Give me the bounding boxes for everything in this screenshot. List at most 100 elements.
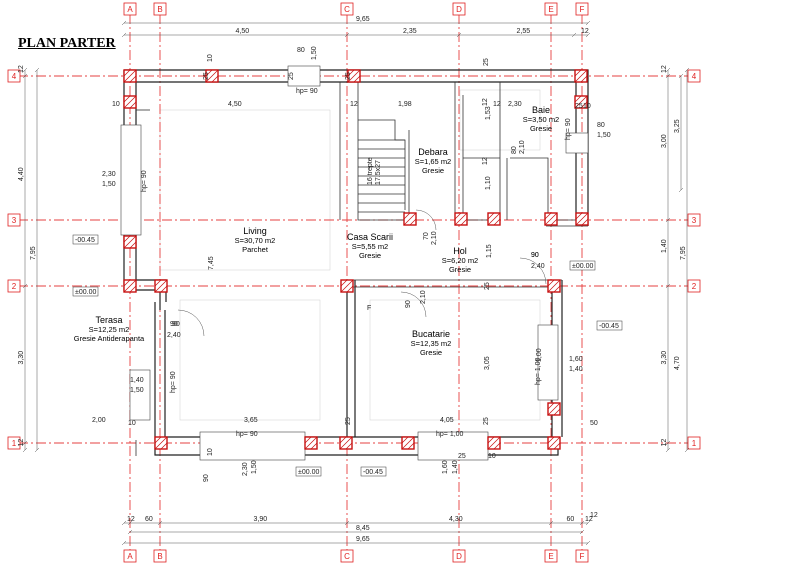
- column-hatch: [575, 212, 589, 226]
- left-chain-tick: [22, 67, 28, 73]
- top-total-tick: [121, 20, 127, 26]
- bottom-total-tick: [121, 540, 127, 546]
- left-chain-tick: [22, 447, 28, 453]
- column-hatch: [574, 69, 588, 83]
- bottom-mid-tick: [579, 529, 585, 535]
- column-hatch: [487, 436, 501, 450]
- right-chain-label: 3,00: [661, 134, 668, 148]
- column-hatch: [544, 212, 558, 226]
- left-total-label: 7,95: [30, 246, 37, 260]
- top-chain-label: 2,35: [403, 28, 417, 35]
- level-marker: [569, 260, 596, 271]
- column-hatch: [154, 279, 162, 287]
- opening-annotation: hp= 90: [296, 88, 318, 95]
- column-hatch: [574, 95, 588, 109]
- axis-label-1: 1: [692, 439, 697, 448]
- axis-bubble: [153, 549, 167, 563]
- right-chain-label: 12: [661, 439, 668, 447]
- bottom-chain-tick: [127, 520, 133, 526]
- bottom-chain-tick: [579, 520, 585, 526]
- right-chain-tick: [665, 440, 671, 446]
- opening-annotation: hp= 1,00: [535, 357, 542, 385]
- level-label: -00.45: [599, 323, 619, 330]
- column-hatch: [553, 442, 561, 450]
- opening-annotation: hp= 90: [565, 118, 572, 140]
- interior-dimension: 1,15: [486, 244, 493, 258]
- column-hatch: [547, 279, 555, 287]
- interior-dimension: 10: [583, 103, 591, 110]
- left-total-tick: [34, 447, 40, 453]
- column-hatch: [409, 218, 417, 226]
- interior-dimension: 10: [207, 54, 214, 62]
- column-hatch: [339, 436, 353, 450]
- furniture-outline: [159, 89, 541, 421]
- door-swing: [400, 291, 427, 318]
- left-chain-label: 4,40: [18, 167, 25, 181]
- bottom-mid-tick: [127, 529, 133, 535]
- column-hatch: [123, 235, 131, 243]
- axis-label-A: A: [127, 5, 133, 14]
- column-hatch: [304, 436, 312, 444]
- interior-dimension: 1,98: [398, 101, 412, 108]
- axis-label-4: 4: [692, 72, 697, 81]
- axis-label-F: F: [580, 5, 585, 14]
- furniture-outline: [369, 299, 541, 421]
- room-name: Baie: [532, 105, 550, 115]
- column-hatch: [160, 285, 168, 293]
- axis-bubble: [544, 2, 558, 16]
- column-hatch: [123, 69, 137, 83]
- level-label: -00.45: [363, 469, 383, 476]
- axis-bubble: [7, 436, 21, 450]
- opening-annotation: 1,40: [452, 460, 459, 474]
- level-marker: [72, 286, 99, 297]
- column-hatch: [123, 95, 131, 103]
- room-finish: Parchet: [242, 245, 269, 254]
- level-marker: [596, 320, 623, 331]
- axis-label-2: 2: [12, 282, 17, 291]
- level-marker: [360, 466, 387, 477]
- column-hatch: [401, 436, 409, 444]
- column-hatch: [407, 442, 415, 450]
- interior-dimension: 12: [590, 512, 598, 519]
- column-hatch: [123, 235, 137, 249]
- opening-annotation: 2,40: [531, 263, 545, 270]
- axis-label-B: B: [157, 552, 162, 561]
- room-area: S=3,50 m2: [523, 115, 559, 124]
- level-label: -00.45: [75, 237, 95, 244]
- right-chain-label: 3,30: [661, 351, 668, 365]
- room-finish: Gresie: [420, 348, 442, 357]
- column-hatch: [154, 279, 168, 293]
- level-marker: [72, 234, 99, 245]
- interior-dimension: 90: [203, 474, 210, 482]
- opening-annotation: 80: [297, 47, 305, 54]
- opening-annotation: 90: [172, 321, 180, 328]
- bottom-chain-label: 60: [145, 516, 153, 523]
- bottom-chain-label: 4,30: [449, 516, 463, 523]
- room-finish: Gresie: [449, 265, 471, 274]
- interior-dimension: 10: [207, 448, 214, 456]
- opening-annotation: 2,10: [519, 140, 526, 154]
- top-chain-label: 4,50: [236, 28, 250, 35]
- opening-annotation: 80: [597, 122, 605, 129]
- axis-label-D: D: [456, 5, 462, 14]
- right-total-tick: [684, 447, 690, 453]
- opening-annotation: 1,40: [130, 377, 144, 384]
- interior-dimension: 1,10: [485, 176, 492, 190]
- right-chain-tick: [665, 447, 671, 453]
- level-label: ±00.00: [298, 469, 319, 476]
- column-hatch: [154, 436, 162, 444]
- opening-annotation: 2,30: [242, 462, 249, 476]
- room-area: S=30,70 m2: [235, 236, 276, 245]
- room-name: Living: [243, 226, 267, 236]
- column-hatch: [553, 408, 561, 416]
- door-swing: [519, 257, 547, 285]
- bottom-total-tick: [585, 540, 591, 546]
- column-hatch: [580, 101, 588, 109]
- bottom-chain-label: 60: [567, 516, 575, 523]
- opening-annotation: 90: [170, 321, 178, 328]
- top-total-label: 9,65: [356, 16, 370, 23]
- room-area: S=12,35 m2: [411, 339, 452, 348]
